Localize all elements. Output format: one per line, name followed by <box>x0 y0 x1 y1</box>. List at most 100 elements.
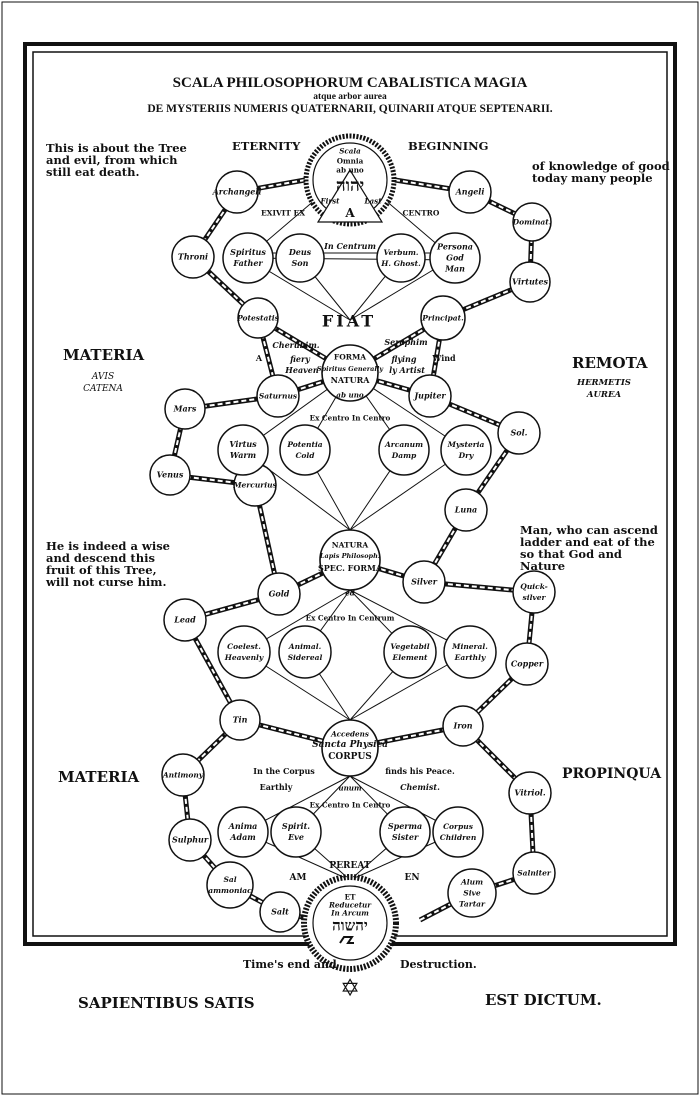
arcanum-label: Arcanum Damp <box>385 439 423 461</box>
salniter-label: Salniter <box>517 868 551 879</box>
seal-last: Last <box>364 197 381 206</box>
forma-l4: ab uno <box>336 391 363 400</box>
note-left-top: This is about the Tree and evil, from wh… <box>46 142 196 178</box>
materia-bottom: MATERIA <box>58 770 139 785</box>
in-centrum-label: In Centrum <box>324 241 376 251</box>
catena-label: CATENA <box>83 385 123 394</box>
footer-left: SAPIENTIBUS SATIS <box>78 996 255 1011</box>
eternity-label: ETERNITY <box>232 141 300 153</box>
seal-first: First <box>321 197 340 206</box>
footer-right: EST DICTUM. <box>485 993 602 1008</box>
seal-crown: Scala <box>339 147 361 156</box>
title-main: SCALA PHILOSOPHORUM CABALISTICA MAGIA <box>173 76 528 91</box>
salt-label: Salt <box>271 907 289 918</box>
animal-label: Animal. Sidereal <box>288 641 323 663</box>
title-sub1: atque arbor aurea <box>313 93 387 103</box>
throni-label: Throni <box>178 252 208 263</box>
virtus-label: Virtus Warm <box>229 439 256 461</box>
star-of-david-icon: ✡ <box>340 976 360 1000</box>
forma-l3: NATURA <box>331 375 370 385</box>
fiat-label: FIAT <box>322 312 376 331</box>
potestatis-label: Potestatis <box>237 313 279 324</box>
in-the-corpus: In the Corpus <box>253 766 315 776</box>
a-label: A <box>256 353 262 363</box>
mysteria-label: Mysteria Dry <box>448 439 485 461</box>
quicksilver-label: Quick- silver <box>520 581 547 603</box>
sol-label: Sol. <box>511 428 528 439</box>
natura-l4: ed <box>345 589 355 598</box>
times-end: Time's end and <box>243 959 337 970</box>
natura-hub <box>320 530 380 590</box>
seraphim-label: Seraphim <box>384 337 427 347</box>
virtutes-label: Virtutes <box>512 277 548 288</box>
ex-centro-3: Ex Centro In Centro <box>310 801 391 810</box>
avis-label: AVIS <box>92 373 114 382</box>
deus-label: Deus Son <box>289 247 311 269</box>
luna-label: Luna <box>455 505 477 516</box>
alum-label: Alum Sive Tartar <box>459 877 485 910</box>
materia-top: MATERIA <box>63 348 144 363</box>
finds-peace: finds his Peace. <box>385 766 454 776</box>
remota-label: REMOTA <box>572 356 648 371</box>
dominat-label: Dominat. <box>513 217 552 228</box>
venus-label: Venus <box>157 470 184 481</box>
tin-label: Tin <box>233 715 248 726</box>
title-sub2: DE MYSTERIIS NUMERIS QUATERNARII, QUINAR… <box>147 104 552 116</box>
coelest-label: Coelest. Heavenly <box>225 641 264 663</box>
seal-letter-a: A <box>345 206 354 220</box>
am-label: AM <box>290 873 307 883</box>
principat-label: Principat. <box>422 313 464 324</box>
mercurius-label: Mercurius <box>233 480 277 491</box>
spiritus-label: Spiritus Father <box>230 247 266 269</box>
ex-centro-1: Ex Centro In Centro <box>310 414 391 423</box>
seal-abuno: ab uno <box>336 166 363 175</box>
corpus-l2: Sancta Physica <box>312 740 388 750</box>
centro-label: CENTRO <box>403 209 440 218</box>
angeli-label: Angeli <box>456 187 485 198</box>
aurea-label: AUREA <box>587 391 621 400</box>
corpus-l4: unum <box>338 784 361 793</box>
cherubim-label: Cherubim. <box>272 340 319 350</box>
sperma-label: Sperma Sister <box>388 821 422 843</box>
mars-label: Mars <box>174 404 197 415</box>
natura-l1: NATURA <box>332 541 368 550</box>
note-left-mid: He is indeed a wise and descend this fru… <box>46 540 176 588</box>
beginning-label: BEGINNING <box>408 141 488 153</box>
propinqua-label: PROPINQUA <box>562 767 661 781</box>
note-right-top: of knowledge of good today many people <box>532 160 670 184</box>
archangeli-label: Archangeli <box>213 187 262 198</box>
forma-l2: Spiritus Generally <box>317 365 383 373</box>
note-right-mid: Man, who can ascend ladder and eat of th… <box>520 524 670 572</box>
pereat-label: PEREAT <box>329 861 370 871</box>
sulphur-label: Sulphur <box>172 835 208 846</box>
copper-label: Copper <box>511 659 543 670</box>
exivit-label: EXIVIT EX <box>261 209 305 218</box>
heaven-label: Heaven <box>285 365 318 375</box>
en-label: EN <box>404 873 419 883</box>
seal-omnia: Omnia <box>337 157 363 166</box>
vegetabil-label: Vegetabil Element <box>390 641 429 663</box>
chemist-label: Chemist. <box>400 782 440 792</box>
corpus-c-label: Corpus Children <box>440 821 477 843</box>
natura-l2: Lapis Philosoph. <box>320 552 380 560</box>
lead-label: Lead <box>174 615 196 626</box>
silver-label: Silver <box>411 577 437 588</box>
jupiter-label: Jupiter <box>414 391 445 402</box>
gold-label: Gold <box>269 589 290 600</box>
corpus-l1: Accedens <box>331 730 369 739</box>
corpus-l3: CORPUS <box>328 752 372 762</box>
vitriol-label: Vitriol. <box>514 788 545 799</box>
hermetis-label: HERMETIS <box>577 379 631 388</box>
natura-l3: SPEC. FORMA <box>318 563 382 573</box>
spirit-label: Spirit. Eve <box>282 821 310 843</box>
fiery-label: fiery <box>290 354 310 364</box>
potentia-label: Potentia Cold <box>287 439 322 461</box>
persona-label: Persona God Man <box>437 242 473 275</box>
artist-label: ly Artist <box>389 365 425 375</box>
antimony-label: Antimony <box>163 770 203 781</box>
iron-label: Iron <box>453 721 472 732</box>
seal-tetragram: יהוה <box>336 176 364 196</box>
sal-ammoniac-label: Sal ammoniac <box>208 874 251 896</box>
bseal-tetragram: יהשוה <box>332 917 368 936</box>
saturnus-label: Saturnus <box>259 391 297 402</box>
